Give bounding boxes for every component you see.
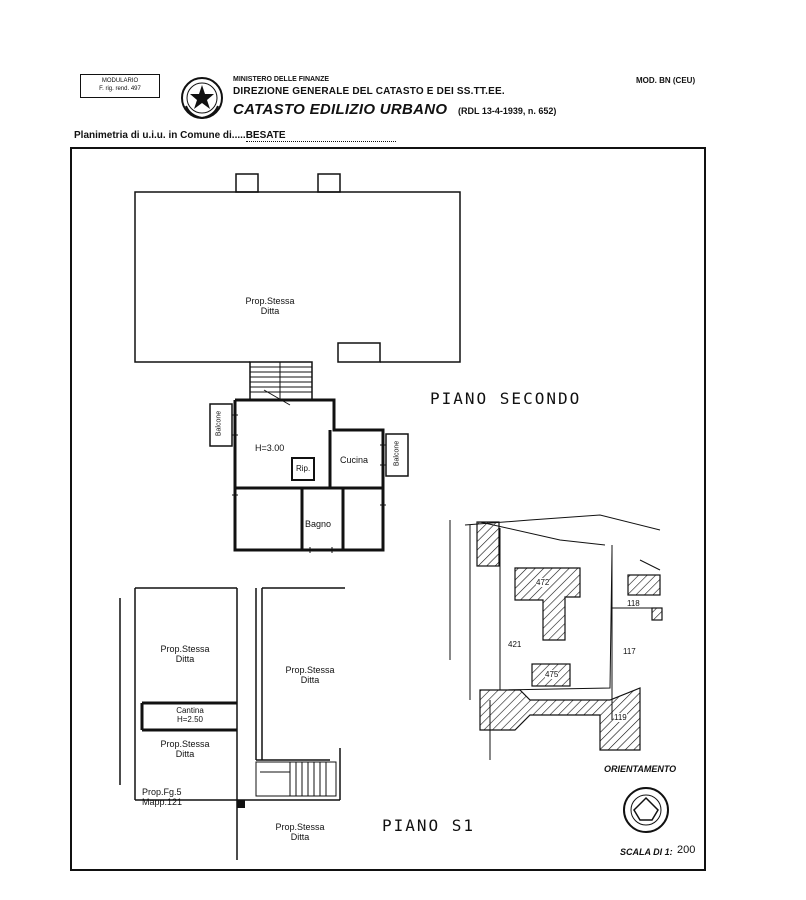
basement-room-4-line1: Prop.Stessa bbox=[275, 822, 325, 832]
neighbor-property: Prop.Fg.5 Mapp.121 bbox=[142, 787, 182, 807]
cantina-label: Cantina bbox=[176, 706, 204, 715]
basement-room-1: Prop.Stessa Ditta bbox=[145, 644, 225, 664]
neighbor-line1: Prop.Fg.5 bbox=[142, 787, 182, 797]
parcel-hatches bbox=[476, 521, 663, 751]
scale-label: SCALA DI 1: bbox=[620, 847, 673, 857]
basement-room-4: Prop.Stessa Ditta bbox=[260, 822, 340, 842]
rip-label: Rip. bbox=[296, 464, 311, 473]
parcel-118: 118 bbox=[627, 599, 640, 608]
basement-room-2-line1: Prop.Stessa bbox=[285, 665, 335, 675]
floor-label-s1: PIANO S1 bbox=[382, 816, 476, 835]
scale-value: 200 bbox=[677, 844, 696, 856]
catasto-law: (RDL 13-4-1939, n. 652) bbox=[458, 106, 557, 116]
basement-room-3-line1: Prop.Stessa bbox=[160, 739, 210, 749]
direction-name: DIREZIONE GENERALE DEL CATASTO E DEI SS.… bbox=[233, 86, 505, 97]
parcel-117: 117 bbox=[623, 647, 636, 656]
cantina-walls bbox=[140, 701, 237, 732]
basement-room-2: Prop.Stessa Ditta bbox=[270, 665, 350, 685]
apartment-walls bbox=[233, 398, 385, 552]
comune-name: BESATE bbox=[245, 130, 286, 141]
basement-room-1-line2: Ditta bbox=[175, 654, 195, 664]
catasto-title: CATASTO EDILIZIO URBANO bbox=[233, 101, 448, 118]
comune-field: BESATE bbox=[245, 130, 396, 142]
drawing-frame bbox=[70, 147, 706, 871]
parcel-119: 119 bbox=[614, 713, 627, 722]
terrace-label-2: Ditta bbox=[260, 306, 280, 316]
basement-room-3: Prop.Stessa Ditta bbox=[145, 739, 225, 759]
balcone-right-label: Balcone bbox=[393, 440, 401, 467]
balcone-left-label: Balcone bbox=[215, 410, 223, 437]
basement-stairs bbox=[255, 761, 337, 797]
modulario-label: MODULARIO bbox=[101, 78, 139, 84]
balcony-left bbox=[209, 403, 233, 447]
floor-label-secondo: PIANO SECONDO bbox=[430, 389, 582, 408]
model-code: MOD. BN (CEU) bbox=[636, 76, 696, 85]
basement-room-4-line2: Ditta bbox=[290, 832, 310, 842]
terrace-outline bbox=[134, 173, 461, 363]
basement-marker bbox=[237, 800, 245, 808]
terrace-label: Prop.Stessa Ditta bbox=[230, 296, 310, 316]
parcel-475: 475 bbox=[545, 670, 559, 679]
cantina-height: H=2.50 bbox=[176, 715, 204, 724]
republic-emblem-icon bbox=[181, 77, 223, 120]
cucina-label: Cucina bbox=[340, 455, 369, 465]
cantina-room: Cantina H=2.50 bbox=[150, 706, 230, 724]
basement-room-2-line2: Ditta bbox=[300, 675, 320, 685]
modulario-box: MODULARIO F. rig. rend. 497 bbox=[80, 74, 160, 98]
orientation-compass bbox=[623, 787, 669, 833]
bagno-label: Bagno bbox=[305, 519, 332, 529]
orientamento-label: ORIENTAMENTO bbox=[604, 764, 677, 774]
modulario-ref: F. rig. rend. 497 bbox=[99, 86, 141, 92]
planimetria-prefix: Planimetria di u.i.u. in Comune di..... bbox=[74, 130, 246, 141]
balcony-right bbox=[385, 433, 409, 477]
parcel-421: 421 bbox=[508, 640, 522, 649]
neighbor-line2: Mapp.121 bbox=[142, 797, 183, 807]
room-height-label: H=3.00 bbox=[255, 443, 285, 453]
planimetria-line: Planimetria di u.i.u. in Comune di.....B… bbox=[74, 130, 396, 142]
parcel-472: 472 bbox=[536, 578, 550, 587]
basement-room-1-line1: Prop.Stessa bbox=[160, 644, 210, 654]
basement-walls bbox=[119, 587, 345, 860]
ministry-name: MINISTERO DELLE FINANZE bbox=[233, 76, 330, 83]
terrace-label-1: Prop.Stessa bbox=[245, 296, 295, 306]
basement-room-3-line2: Ditta bbox=[175, 749, 195, 759]
